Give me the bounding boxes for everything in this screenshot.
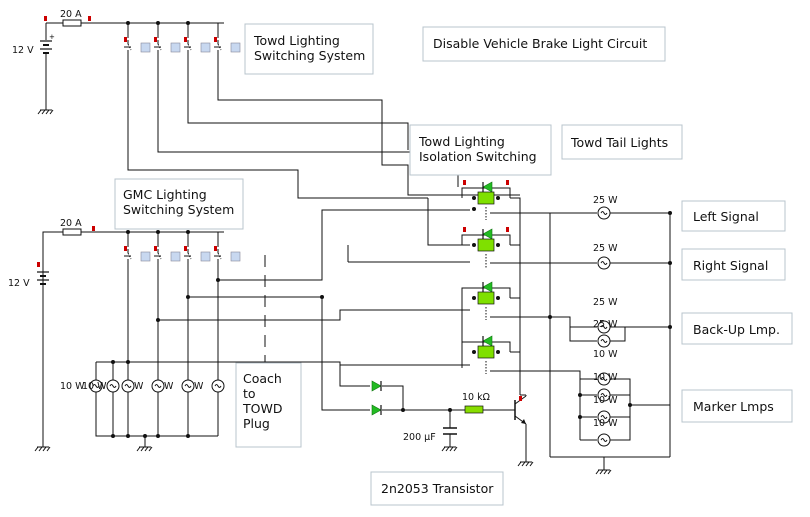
ground-icon: [595, 469, 612, 475]
diode-icon: [482, 281, 493, 293]
towd-switch-1[interactable]: [123, 36, 151, 56]
diode-icon: [482, 228, 493, 240]
left-signal-lamp-icon: [597, 206, 611, 220]
towd-isolation-box: Towd Lighting Isolation Switching: [409, 124, 552, 176]
svg-text:TOWD: TOWD: [242, 401, 282, 416]
towd-tail-box: Towd Tail Lights: [561, 124, 683, 160]
lamp-watt-label: 25 W: [593, 319, 618, 330]
gmc-lamp-icon: [121, 379, 135, 393]
svg-text:Towd Tail Lights: Towd Tail Lights: [570, 135, 668, 150]
right-signal-lamp-icon: [597, 256, 611, 270]
relay-coil-icon: [477, 345, 495, 359]
gmc-switch-4[interactable]: [213, 245, 241, 265]
gmc-switch-wiring: [126, 209, 470, 386]
marker-lamp-icon: [597, 433, 611, 447]
diode-icon: [482, 181, 493, 193]
gmc-switch-1[interactable]: [123, 245, 151, 265]
gmc-lamp-label: W: [194, 381, 204, 392]
transistor-box: 2n2053 Transistor: [370, 471, 504, 506]
gmc-switch-2[interactable]: [153, 245, 181, 265]
relay-coil-icon: [477, 291, 495, 305]
top-fuse-icon: [62, 19, 82, 27]
backup-box: Back-Up Lmp.: [681, 312, 793, 345]
coach-plug-box: Coach to TOWD Plug: [235, 362, 302, 448]
relay-coil-icon: [477, 238, 495, 252]
resistor-icon: [464, 405, 484, 414]
gmc-lamp-icon: [181, 379, 195, 393]
gmc-lamp-icon: [211, 379, 225, 393]
ground-icon: [441, 446, 458, 452]
towd-switch-2[interactable]: [153, 36, 181, 56]
isolation-relays: [461, 180, 521, 395]
lamp-watt-label: 25 W: [593, 297, 618, 308]
bottom-battery-icon: [37, 262, 49, 285]
svg-text:Towd Lighting: Towd Lighting: [253, 33, 340, 48]
transistor-icon: [514, 395, 527, 462]
ground-icon: [37, 109, 54, 115]
bottom-fuse-icon: [62, 228, 82, 236]
svg-text:Plug: Plug: [243, 416, 270, 431]
svg-text:GMC Lighting: GMC Lighting: [123, 187, 207, 202]
diode-icon: [482, 335, 493, 347]
lamp-watt-label: 10 W: [593, 395, 618, 406]
gmc-switching-box: GMC Lighting Switching System: [114, 178, 244, 230]
svg-text:Isolation Switching: Isolation Switching: [419, 149, 537, 164]
towd-switching-box: Towd Lighting Switching System: [244, 23, 374, 75]
brake-disable-circuit: 10 kΩ 200 µF: [321, 297, 534, 467]
left-signal-box: Left Signal: [681, 200, 786, 232]
svg-text:2n2053 Transistor: 2n2053 Transistor: [381, 481, 494, 496]
svg-text:Switching System: Switching System: [123, 202, 234, 217]
gmc-lamp-label: 10 W: [60, 381, 85, 392]
gmc-lamps: 10 W 10 W W W W W: [60, 360, 225, 452]
ground-icon: [136, 446, 153, 452]
bottom-battery-label: 12 V: [8, 278, 30, 289]
svg-text:Towd Lighting: Towd Lighting: [418, 134, 505, 149]
bottom-fuse-label: 20 A: [60, 218, 82, 229]
svg-text:Switching System: Switching System: [254, 48, 365, 63]
marker-box: Marker Lmps: [681, 389, 793, 423]
gmc-switch-3[interactable]: [183, 245, 211, 265]
gmc-lamp-label: W: [164, 381, 174, 392]
top-supply: + 20 A 12 V: [12, 9, 241, 115]
lamp-watt-label: 25 W: [593, 243, 618, 254]
ground-icon: [34, 446, 51, 452]
gmc-supply: 20 A 12 V: [8, 218, 241, 452]
lamp-watt-label: 10 W: [593, 349, 618, 360]
gmc-lamp-icon: [106, 379, 120, 393]
top-battery-label: 12 V: [12, 45, 34, 56]
gmc-lamp-label: W: [134, 381, 144, 392]
diode-icon: [371, 380, 382, 392]
svg-text:to: to: [243, 386, 256, 401]
lamp-watt-label: 25 W: [593, 195, 618, 206]
lamp-wiring: [490, 211, 672, 475]
ground-icon: [517, 461, 534, 467]
capacitor-label: 200 µF: [403, 432, 436, 443]
lamp-watt-label: 10 W: [593, 418, 618, 429]
top-fuse-label: 20 A: [60, 9, 82, 20]
towd-switch-3[interactable]: [183, 36, 211, 56]
svg-text:+: +: [49, 33, 55, 41]
right-signal-box: Right Signal: [681, 248, 786, 281]
svg-text:Disable Vehicle Brake Light Ci: Disable Vehicle Brake Light Circuit: [433, 36, 647, 51]
svg-text:Right Signal: Right Signal: [693, 258, 768, 273]
backup-lamp-icon: [597, 334, 611, 348]
svg-text:Back-Up Lmp.: Back-Up Lmp.: [693, 322, 780, 337]
svg-text:Left Signal: Left Signal: [693, 209, 759, 224]
towd-switch-4[interactable]: [213, 36, 241, 56]
resistor-label: 10 kΩ: [462, 392, 490, 403]
disable-brake-box: Disable Vehicle Brake Light Circuit: [422, 26, 666, 62]
svg-text:Marker Lmps: Marker Lmps: [693, 399, 774, 414]
lamp-watt-label: 10 W: [593, 372, 618, 383]
gmc-lamp-label: 10 W: [82, 381, 107, 392]
diode-icon: [371, 404, 382, 416]
svg-text:Coach: Coach: [243, 371, 282, 386]
top-battery-icon: +: [40, 33, 55, 54]
gmc-lamp-icon: [151, 379, 165, 393]
relay-coil-icon: [477, 191, 495, 205]
